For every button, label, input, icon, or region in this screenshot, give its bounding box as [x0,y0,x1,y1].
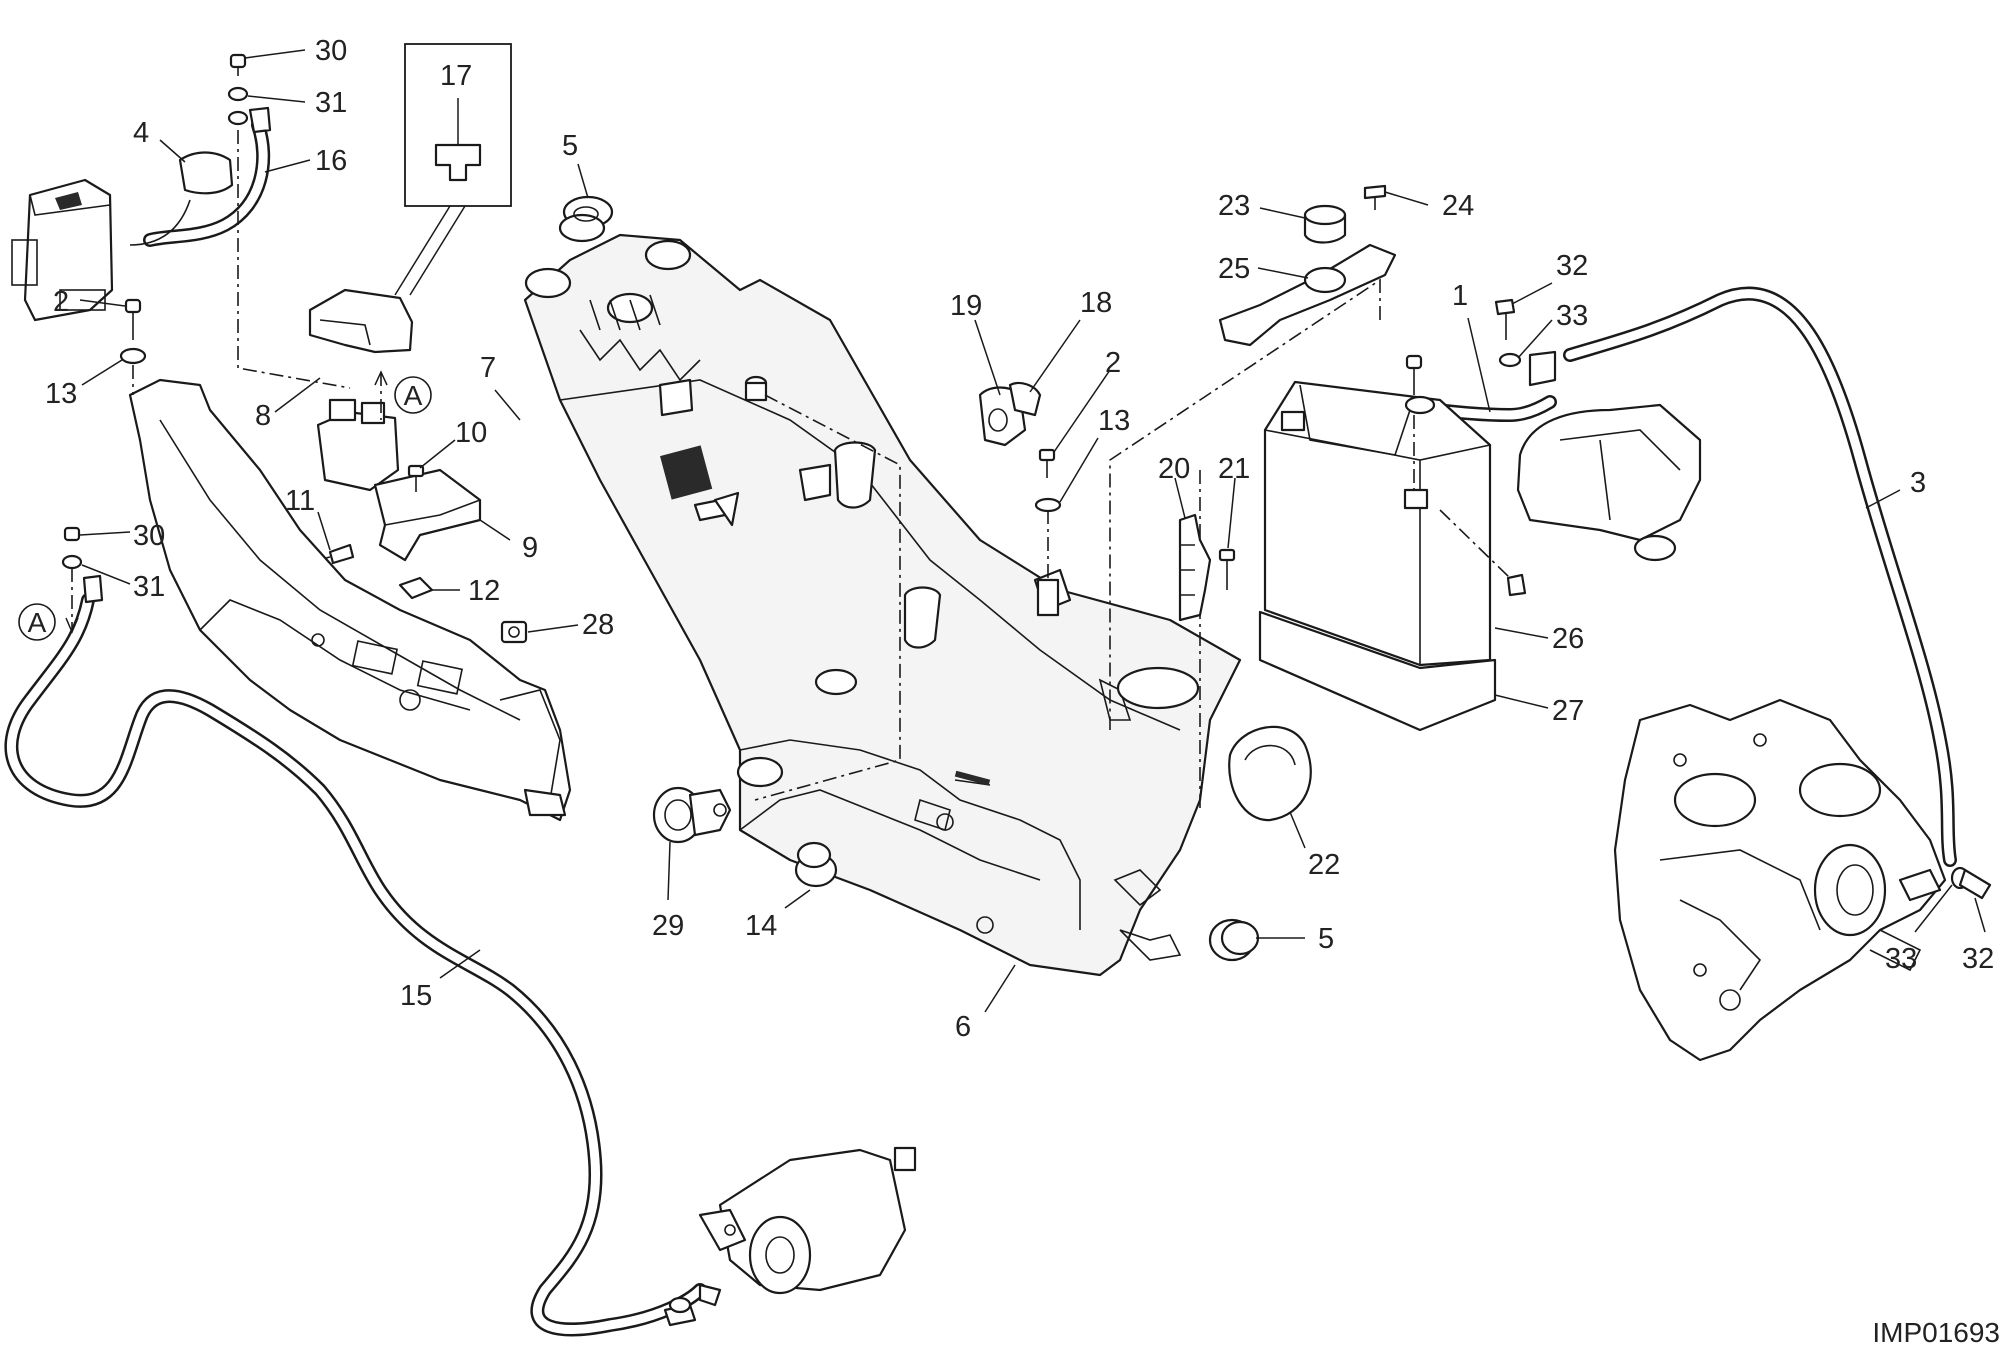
callout-15: 15 [400,980,432,1012]
detail-marker-a-top-label: A [404,380,423,411]
callout-24: 24 [1442,190,1474,222]
terminal-bolt-1 [1404,354,1436,495]
battery-26 [1263,380,1492,667]
detail-marker-a-top: A [394,376,432,414]
callout-13-left: 13 [45,378,77,410]
bracket-9 [373,468,482,562]
callout-16: 16 [315,145,347,177]
screw-24 [1363,184,1387,210]
cover-cap-right [1516,403,1702,562]
grommet-5-bottom [1208,918,1260,962]
callout-32-top: 32 [1556,250,1588,282]
callout-30-mid: 30 [133,520,165,552]
callout-4: 4 [133,117,149,149]
fuse-holder-cover [308,288,414,354]
callout-29: 29 [652,910,684,942]
callout-22: 22 [1308,849,1340,881]
screw-2-left [124,298,142,395]
callout-13-mid: 13 [1098,405,1130,437]
callout-2-left: 2 [53,286,69,318]
callout-33-bottom: 33 [1885,943,1917,975]
washer-13-mid [1034,497,1062,617]
callout-20: 20 [1158,453,1190,485]
callout-8: 8 [255,400,271,432]
starter-relay-8 [316,398,400,492]
callout-31-mid: 31 [133,571,165,603]
callout-9: 9 [522,532,538,564]
holder-20 [1178,513,1212,622]
callout-6: 6 [955,1011,971,1043]
cover-22 [1228,725,1312,822]
cable-16 [143,118,271,247]
callout-21: 21 [1218,453,1250,485]
nut-28 [500,620,528,644]
terminal-30-31-mid [61,526,104,634]
callout-3: 3 [1910,467,1926,499]
nut-12 [398,576,434,600]
grommet-5-top [558,195,614,243]
callout-2-mid: 2 [1105,347,1121,379]
callout-11: 11 [285,485,315,517]
callout-26: 26 [1552,623,1584,655]
detail-marker-a-bottom-label: A [28,607,47,638]
callout-30-top: 30 [315,35,347,67]
bolt-30-top [229,53,247,76]
callout-7: 7 [480,352,496,384]
fuse-detail-box [394,43,512,296]
callout-28: 28 [582,609,614,641]
callout-5-top: 5 [562,130,578,162]
callout-5-bottom: 5 [1318,923,1334,955]
leader-lines [79,49,1986,1013]
callout-25: 25 [1218,253,1250,285]
washer-13-left [119,347,147,365]
bolt-32-top [1494,298,1516,340]
callout-17: 17 [440,60,472,92]
terminal-31-top [227,86,272,134]
callout-1: 1 [1452,280,1468,312]
cable-protector-4 [129,151,234,246]
callout-labels: 30 31 4 16 17 5 2 13 8 7 10 11 9 30 31 1… [45,35,1994,1043]
callout-23: 23 [1218,190,1250,222]
pad-27 [1258,610,1497,732]
starter-motor [663,1146,917,1327]
power-socket-29 [652,786,732,844]
cap-23 [1303,204,1347,244]
bolt-32-bottom [1950,866,1992,900]
screw-21 [1218,548,1236,590]
callout-27: 27 [1552,695,1584,727]
grommet-14 [794,841,838,888]
callout-14: 14 [745,910,777,942]
dashed-lines-left [237,130,388,420]
cable-15 [4,593,707,1337]
dashed-lines-center [754,278,1381,810]
relay-box [11,178,114,322]
engine-crankcase [1613,698,1947,1062]
callout-12: 12 [468,575,500,607]
clip-19-18 [978,381,1042,447]
screw-2-mid [1038,448,1056,478]
strap-25 [1218,243,1397,347]
drawing-code: IMP01693 [1872,1317,2000,1348]
callout-32-bottom: 32 [1962,943,1994,975]
callout-19: 19 [950,290,982,322]
screw-10 [407,464,425,492]
callout-33-top: 33 [1556,300,1588,332]
callout-18: 18 [1080,287,1112,319]
battery-bracket-frame [128,378,572,822]
battery-tray-6 [523,233,1242,977]
cable-3 [1563,286,1957,867]
detail-marker-a-bottom: A [18,603,56,641]
callout-31-top: 31 [315,87,347,119]
clip-nut-right [1439,509,1527,597]
callout-10: 10 [455,417,487,449]
washer-33-top [1498,350,1557,387]
